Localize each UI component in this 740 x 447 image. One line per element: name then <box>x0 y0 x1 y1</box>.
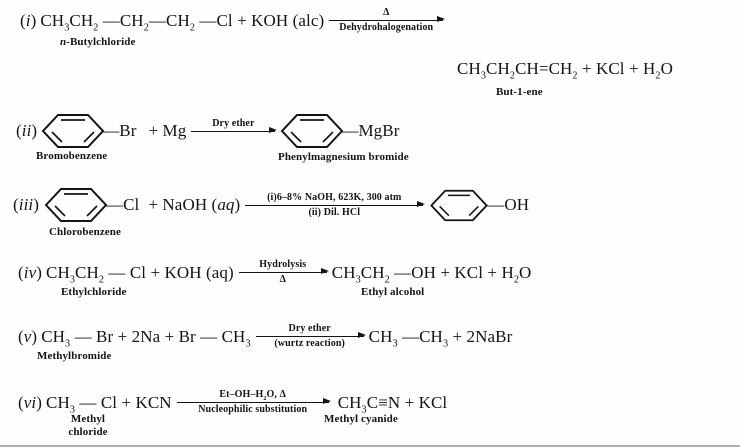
arrow-condition-top: Δ <box>383 7 390 18</box>
reaction-v-index: (v) <box>18 326 38 346</box>
arrow-condition-bottom: Nucleophilic substitution <box>198 404 308 415</box>
reaction-ii: (ii) —Br + Mg Dry ether —MgBr <box>16 109 399 153</box>
reaction-arrow-line <box>176 398 331 405</box>
benzene-ring <box>280 114 344 148</box>
reaction-iii-substituent: —Cl <box>106 195 140 215</box>
reaction-iii-product-substituent: —OH <box>487 195 530 215</box>
reaction-vi-index: (vi) <box>18 392 42 412</box>
compound-label-methyl-cyanide: Methyl cyanide <box>324 413 398 425</box>
reaction-i: (i) CH3CH2 —CH2—CH2 —Cl + KOH (alc) Δ De… <box>20 7 448 34</box>
reaction-arrow: Dry ether (wurtz reaction) <box>255 323 366 350</box>
arrow-condition-bottom: (ii) Dil. HCl <box>308 206 361 218</box>
reaction-v-products: CH3 —CH3 + 2NaBr <box>368 326 513 350</box>
reaction-v-reactants: CH3 — Br + 2Na + Br — CH3 <box>41 326 251 350</box>
compound-label-n-butylchloride: n-Butylchloride <box>60 36 136 48</box>
reaction-i-products-row: CH3CH2CH=CH2 + KCl + H2O <box>457 59 673 82</box>
reaction-iii-reagent: + NaOH (aq) <box>148 195 241 215</box>
compound-label-ethyl-alcohol: Ethyl alcohol <box>361 286 425 298</box>
reaction-v: (v) CH3 — Br + 2Na + Br — CH3 Dry ether … <box>18 323 512 350</box>
compound-label-line: Methyl <box>70 413 106 425</box>
reaction-iii: (iii) —Cl + NaOH (aq) (i)6–8% NaOH, 623K… <box>13 183 529 227</box>
reaction-iv-reactants: CH3CH2 — Cl + KOH (aq) <box>46 262 234 286</box>
compound-label-methylbromide: Methylbromide <box>37 350 112 362</box>
arrow-condition-top: Hydrolysis <box>259 259 307 270</box>
reaction-arrow-line <box>329 16 446 23</box>
reaction-arrow: Dry ether <box>191 117 278 145</box>
reaction-arrow: (i)6–8% NaOH, 623K, 300 atm (ii) Dil. HC… <box>245 191 426 219</box>
reaction-ii-product-substituent: —MgBr <box>341 121 400 141</box>
reaction-arrow-line <box>255 332 366 339</box>
arrow-condition-bottom: Δ <box>279 274 286 285</box>
benzene-ring <box>44 188 108 222</box>
compound-label-ethylchloride: Ethylchloride <box>61 286 127 298</box>
reaction-i-reactants: CH3CH2 —CH2—CH2 —Cl + KOH (alc) <box>40 10 325 34</box>
benzene-ring <box>41 114 105 148</box>
reaction-vi-products: CH3C≡N + KCl <box>337 392 448 416</box>
reaction-ii-index: (ii) <box>16 121 38 141</box>
reaction-arrow: Hydrolysis Δ <box>238 259 329 286</box>
compound-label-methyl-chloride: Methyl chloride <box>56 413 120 438</box>
arrow-condition-bottom: (wurtz reaction) <box>274 338 345 349</box>
reaction-vi: (vi) CH3 — Cl + KCN Et–OH–H2O, Δ Nucleop… <box>18 389 447 416</box>
compound-label-bromobenzene: Bromobenzene <box>36 150 108 162</box>
reaction-vi-reactants: CH3 — Cl + KCN <box>46 392 172 416</box>
reaction-iv-index: (iv) <box>18 262 42 282</box>
reaction-i-products: CH3CH2CH=CH2 + KCl + H2O <box>457 59 673 82</box>
reaction-arrow: Et–OH–H2O, Δ Nucleophilic substitution <box>176 389 331 416</box>
reaction-iii-index: (iii) <box>13 195 40 215</box>
arrow-condition-bottom <box>230 133 236 145</box>
reaction-iv-products: CH3CH2 —OH + KCl + H2O <box>331 262 532 286</box>
arrow-condition-bottom: Dehydrohalogenation <box>339 22 434 33</box>
reaction-arrow-line <box>238 268 329 275</box>
compound-label-chlorobenzene: Chlorobenzene <box>49 226 121 238</box>
scan-artifact-line <box>0 445 740 447</box>
arrow-condition-top: (i)6–8% NaOH, 623K, 300 atm <box>267 191 402 203</box>
reaction-i-index: (i) <box>20 10 37 30</box>
reaction-ii-substituent: —Br <box>102 121 137 141</box>
arrow-condition-top: Dry ether <box>288 323 331 334</box>
arrow-condition-top: Dry ether <box>212 117 255 129</box>
compound-label-line: chloride <box>68 425 108 438</box>
arrow-condition-top: Et–OH–H2O, Δ <box>219 389 286 402</box>
reaction-arrow: Δ Dehydrohalogenation <box>329 7 446 34</box>
reaction-ii-reagent: + Mg <box>148 121 187 141</box>
reaction-iv: (iv) CH3CH2 — Cl + KOH (aq) Hydrolysis Δ… <box>18 259 531 286</box>
reaction-arrow-line <box>245 200 426 207</box>
benzene-ring <box>430 189 489 221</box>
compound-label-but-1-ene: But-1-ene <box>496 86 543 98</box>
compound-label-phenylmagnesium-bromide: Phenylmagnesium bromide <box>278 151 409 163</box>
reaction-arrow-line <box>191 126 278 133</box>
